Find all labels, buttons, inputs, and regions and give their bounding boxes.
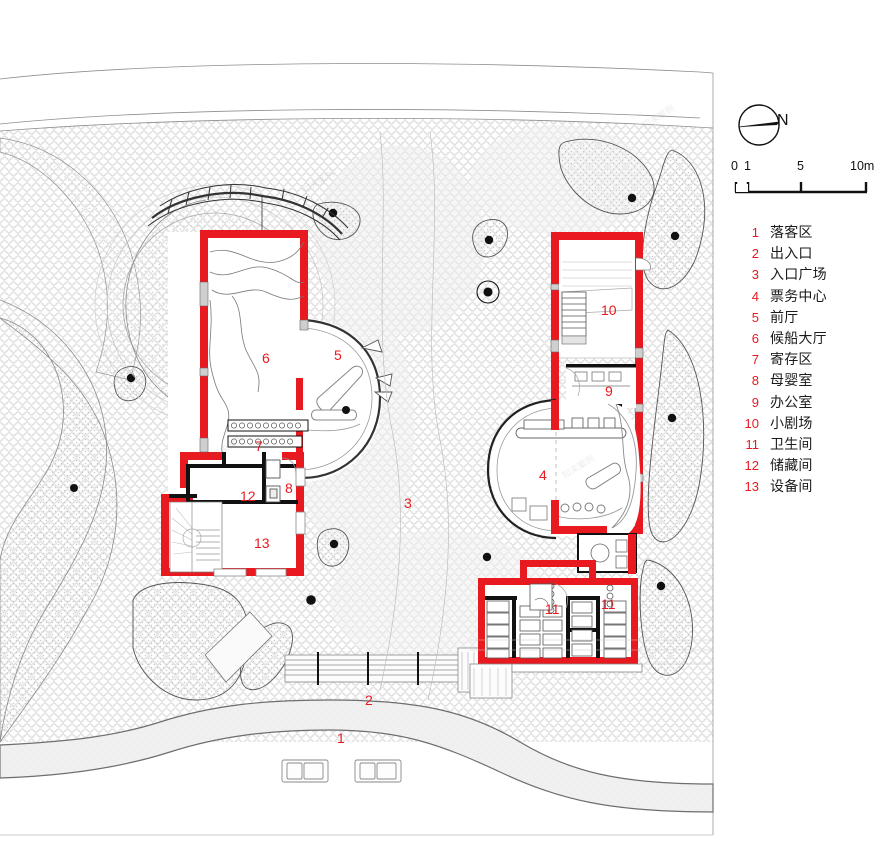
- legend-number: 9: [751, 394, 759, 410]
- legend-row-1: 1 落客区: [733, 222, 873, 241]
- nursery-fixtures: [265, 457, 297, 503]
- parked-cars: [281, 759, 402, 783]
- plan-label-equipment-room: 13: [254, 535, 270, 551]
- site-contours: [0, 63, 714, 125]
- legend-number: 1: [751, 225, 759, 240]
- legend-label: 卫生间: [770, 436, 813, 453]
- triangular-planting-bed: [132, 582, 293, 701]
- legend-number: 13: [744, 479, 759, 495]
- legend-number: 11: [745, 436, 760, 452]
- plan-label-storage-area: 7: [255, 438, 263, 454]
- legend-number: 12: [744, 458, 759, 474]
- plan-label-ticket-center: 4: [539, 467, 547, 483]
- legend-row-5: 5 前厅: [733, 307, 873, 326]
- tree-markers: [126, 193, 680, 605]
- legend-label: 候船大厅: [770, 330, 827, 347]
- legend-label: 储藏间: [770, 458, 813, 475]
- legend-row-7: 7 寄存区: [733, 349, 873, 368]
- legend-row-9: 9 办公室: [733, 392, 873, 411]
- legend-label: 出入口: [770, 246, 813, 263]
- west-building-openings: [213, 467, 306, 577]
- legend-label: 母婴室: [770, 373, 813, 390]
- legend-number: 5: [751, 309, 759, 325]
- curved-canopy: [147, 184, 349, 241]
- plan-label-theater: 10: [601, 302, 617, 318]
- legend-row-12: 12 储藏间: [733, 455, 873, 474]
- west-landscape-bands: [0, 299, 118, 743]
- legend-number: 2: [751, 246, 759, 262]
- ticket-center-envelope: [486, 398, 641, 540]
- west-stair: [169, 501, 223, 573]
- service-room: [577, 533, 637, 574]
- restroom-ramp: [469, 663, 643, 699]
- theater-stair: [561, 291, 587, 345]
- legend-number: 7: [751, 352, 759, 368]
- restroom-block: [478, 560, 638, 664]
- legend-label: 寄存区: [770, 352, 813, 369]
- legend-row-4: 4 票务中心: [733, 286, 873, 305]
- foyer-furniture: [307, 365, 364, 432]
- plan-label-restroom-west: 11: [545, 601, 560, 617]
- legend-label: 小剧场: [770, 415, 813, 432]
- legend-number: 4: [751, 288, 759, 304]
- legend-row-8: 8 母婴室: [733, 370, 873, 389]
- ticket-center-walls: [551, 400, 607, 534]
- legend-number: 3: [751, 267, 759, 283]
- scale-tick-0: 0: [731, 159, 738, 173]
- plan-label-foyer: 5: [334, 347, 342, 363]
- scale-tick-10: 10m: [850, 159, 875, 173]
- west-building-windows: [199, 281, 309, 453]
- legend-label: 票务中心: [770, 288, 827, 305]
- legend-label: 入口广场: [770, 267, 827, 284]
- paving-joint-lines: [470, 639, 713, 665]
- legend-row-3: 3 入口广场: [733, 264, 873, 283]
- plaza-contour-lines: [379, 131, 449, 701]
- legend-label: 设备间: [770, 479, 813, 496]
- scale-tick-5: 5: [797, 159, 804, 173]
- north-arrow-label: N: [777, 112, 789, 129]
- west-building-interior-walls: [169, 452, 298, 504]
- dropoff-road: [0, 699, 714, 813]
- legend-row-2: 2 出入口: [733, 243, 873, 262]
- west-building-envelope: [168, 232, 393, 575]
- legend-row-10: 10 小剧场: [733, 413, 873, 432]
- legend-number: 6: [751, 330, 759, 346]
- legend-row-6: 6 候船大厅: [733, 328, 873, 347]
- plan-label-dropoff: 1: [337, 730, 345, 746]
- plan-label-waiting-hall: 6: [262, 350, 270, 366]
- plan-label-entry-plaza: 3: [404, 495, 412, 511]
- scale-bar: 0 1 5 10m: [731, 159, 875, 203]
- plan-label-restroom-east: 11: [601, 596, 616, 612]
- plan-label-office: 9: [605, 383, 613, 399]
- legend-number: 8: [751, 373, 759, 389]
- theater-interior: [559, 240, 651, 381]
- legend-label: 前厅: [770, 309, 799, 326]
- legend-label: 办公室: [770, 394, 813, 411]
- legend: 1 落客区 2 出入口 3 入口广场 4 票务中心 5 前厅 6 候船大厅 7 寄存区 8 母婴室 9 办公室 10…: [733, 222, 873, 497]
- plan-label-entrance: 2: [365, 692, 373, 708]
- north-arrow: [738, 104, 780, 146]
- legend-label: 落客区: [770, 225, 813, 241]
- legend-row-13: 13 设备间: [733, 476, 873, 495]
- scale-tick-1: 1: [744, 159, 751, 173]
- plan-label-storeroom: 12: [240, 488, 256, 504]
- plan-label-nursery: 8: [285, 480, 293, 496]
- waiting-hall-interior-pattern: [209, 241, 305, 453]
- west-upper-landscape: [0, 137, 141, 381]
- legend-row-11: 11 卫生间: [733, 434, 873, 453]
- storage-lockers: [227, 419, 309, 448]
- legend-number: 10: [744, 415, 759, 431]
